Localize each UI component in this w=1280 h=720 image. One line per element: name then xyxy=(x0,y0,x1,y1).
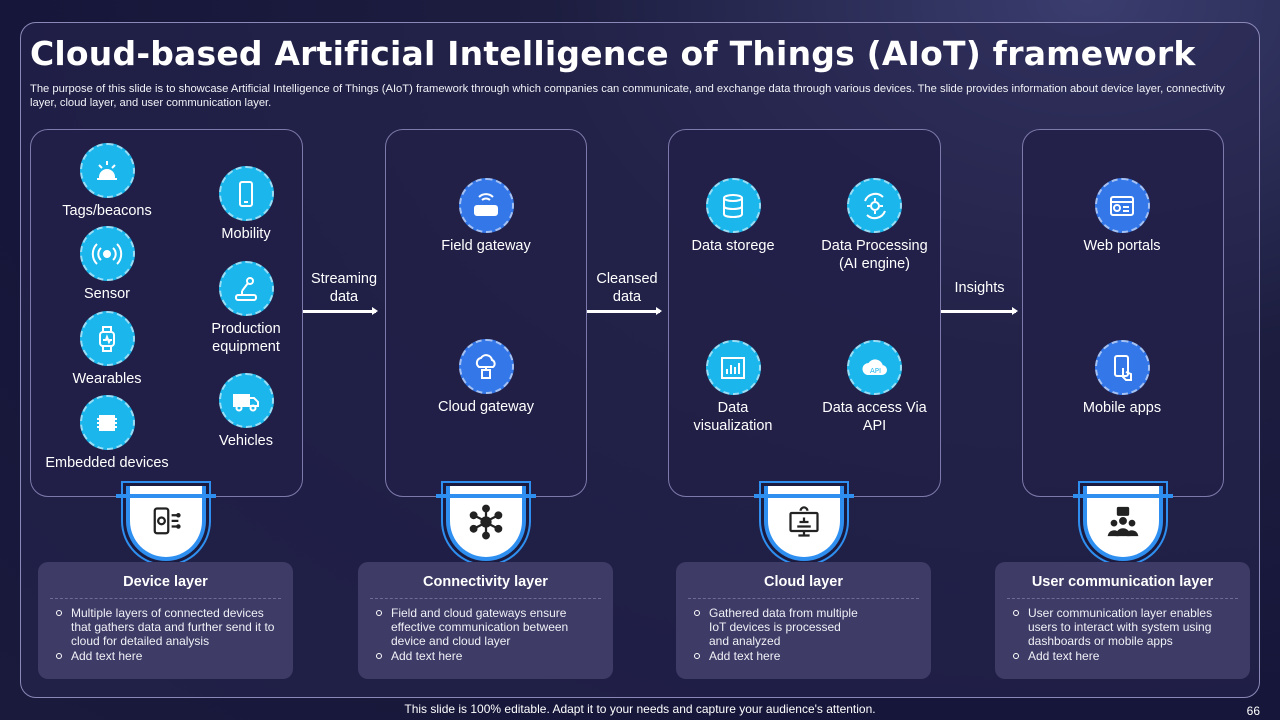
smartphone-icon xyxy=(218,166,274,221)
insights-label: Insights xyxy=(954,280,1005,296)
page-number: 66 xyxy=(1246,704,1260,718)
streaming-arrow xyxy=(303,307,378,315)
cloud-layer-badge xyxy=(754,486,854,564)
footer-note: This slide is 100% editable. Adapt it to… xyxy=(404,702,876,716)
insights-arrow xyxy=(941,307,1018,315)
user-layer-title: User communication layer xyxy=(1007,574,1238,599)
user-layer-bullet: User communication layer enables users t… xyxy=(1007,606,1238,648)
connectivity-layer-card: Connectivity layer Field and cloud gatew… xyxy=(358,562,613,679)
truck-icon xyxy=(218,373,274,428)
connectivity-layer-badge xyxy=(436,486,536,564)
iot-device-icon xyxy=(126,486,206,561)
cloud-gateway-item: Cloud gateway xyxy=(436,339,536,416)
embedded-devices-label: Embedded devices xyxy=(45,455,169,471)
sensor-item: Sensor xyxy=(48,226,166,303)
robot-arm-icon xyxy=(218,261,274,316)
data-visualization-item: Data visualization xyxy=(683,340,783,435)
data-storage-label: Data storege xyxy=(691,238,775,254)
tags-beacons-label: Tags/beacons xyxy=(62,203,152,219)
cloud-layer-bullet: Gathered data from multiple IoT devices … xyxy=(688,606,919,648)
data-storage-item: Data storege xyxy=(683,178,783,255)
cleansed-data-label: Cleansed data xyxy=(596,271,658,305)
router-icon xyxy=(458,178,514,233)
device-layer-title: Device layer xyxy=(50,574,281,599)
mobile-apps-item: Mobile apps xyxy=(1072,340,1172,417)
data-processing-item: Data Processing (AI engine) xyxy=(818,178,931,273)
data-access-item: API Data access Via API xyxy=(818,340,931,435)
web-portals-label: Web portals xyxy=(1083,238,1161,254)
sensor-icon xyxy=(79,226,135,281)
user-group-icon xyxy=(1083,486,1163,561)
device-layer-bullet: Multiple layers of connected devices tha… xyxy=(50,606,281,648)
mobility-item: Mobility xyxy=(196,166,296,243)
smartwatch-icon xyxy=(79,311,135,366)
badge-bar xyxy=(754,494,854,498)
badge-bar xyxy=(1073,494,1173,498)
field-gateway-label: Field gateway xyxy=(441,238,531,254)
production-equipment-label: Production equipment xyxy=(211,321,281,355)
cloud-chip-icon xyxy=(458,339,514,394)
browser-icon xyxy=(1094,178,1150,233)
tags-beacons-item: Tags/beacons xyxy=(48,143,166,220)
database-icon xyxy=(705,178,761,233)
connectivity-layer-bullet: Field and cloud gateways ensure effectiv… xyxy=(370,606,601,648)
data-processing-label: Data Processing (AI engine) xyxy=(821,238,928,272)
device-layer-badge xyxy=(116,486,216,564)
badge-bar xyxy=(436,494,536,498)
mobile-apps-label: Mobile apps xyxy=(1082,400,1162,416)
cloud-monitor-icon xyxy=(764,486,844,561)
cloud-layer-card: Cloud layer Gathered data from multiple … xyxy=(676,562,931,679)
cleansed-arrow xyxy=(587,307,662,315)
bar-chart-icon xyxy=(705,340,761,395)
device-layer-card: Device layer Multiple layers of connecte… xyxy=(38,562,293,679)
user-layer-bullet: Add text here xyxy=(1007,649,1238,663)
chip-icon xyxy=(79,395,135,450)
touch-phone-icon xyxy=(1094,340,1150,395)
api-icon: API xyxy=(847,340,902,395)
user-layer-card: User communication layer User communicat… xyxy=(995,562,1250,679)
field-gateway-item: Field gateway xyxy=(436,178,536,255)
mobility-label: Mobility xyxy=(221,226,271,242)
cloud-gateway-label: Cloud gateway xyxy=(438,399,534,415)
cloud-layer-bullet: Add text here xyxy=(688,649,919,663)
sensor-label: Sensor xyxy=(84,286,130,302)
connectivity-layer-bullet: Add text here xyxy=(370,649,601,663)
streaming-data-label: Streaming data xyxy=(310,271,378,305)
data-visualization-label: Data visualization xyxy=(693,400,773,434)
vehicles-label: Vehicles xyxy=(218,433,273,449)
wearables-item: Wearables xyxy=(48,311,166,388)
page-title: Cloud-based Artificial Intelligence of T… xyxy=(30,34,1196,73)
web-portals-item: Web portals xyxy=(1072,178,1172,255)
connectivity-layer-title: Connectivity layer xyxy=(370,574,601,599)
beacon-icon xyxy=(79,143,135,198)
user-layer-badge xyxy=(1073,486,1173,564)
svg-text:API: API xyxy=(870,367,881,375)
wearables-label: Wearables xyxy=(72,371,142,387)
badge-bar xyxy=(116,494,216,498)
vehicles-item: Vehicles xyxy=(196,373,296,450)
network-hub-icon xyxy=(446,486,526,561)
device-layer-bullet: Add text here xyxy=(50,649,281,663)
gear-cycle-icon xyxy=(847,178,902,233)
data-access-label: Data access Via API xyxy=(822,400,927,434)
embedded-devices-item: Embedded devices xyxy=(38,395,176,472)
production-equipment-item: Production equipment xyxy=(186,261,306,356)
cloud-layer-title: Cloud layer xyxy=(688,574,919,599)
page-subtitle: The purpose of this slide is to showcase… xyxy=(30,83,1225,109)
